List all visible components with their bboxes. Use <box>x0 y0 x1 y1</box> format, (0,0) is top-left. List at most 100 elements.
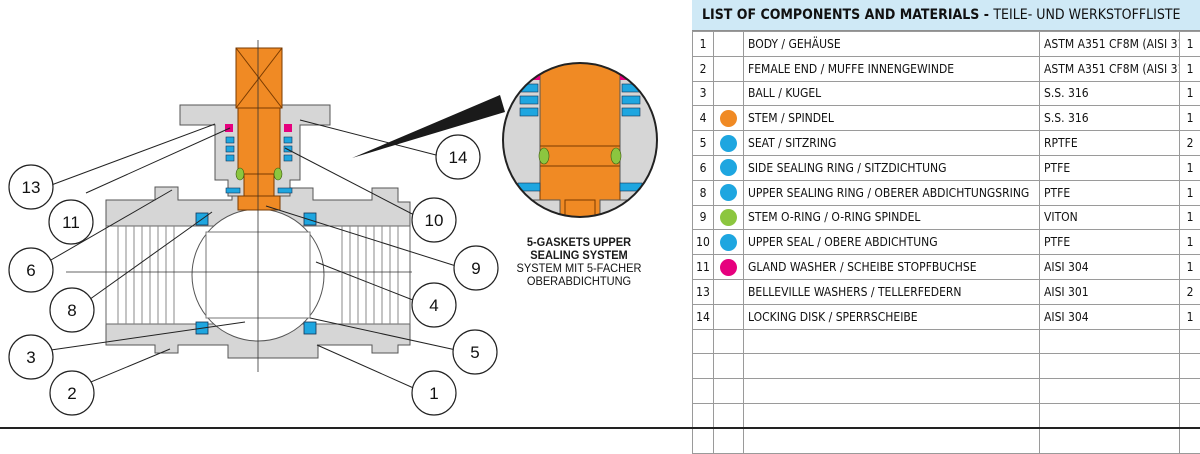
table-header: LIST OF COMPONENTS AND MATERIALS - TEILE… <box>692 0 1200 31</box>
svg-text:1: 1 <box>429 384 438 403</box>
callout-3: 3 <box>9 335 53 379</box>
row-material: AISI 301 <box>1040 279 1180 304</box>
row-material: PTFE <box>1040 155 1180 180</box>
row-quantity: 1 <box>1180 56 1200 81</box>
row-quantity: 1 <box>1180 106 1200 131</box>
callout-2: 2 <box>50 371 94 415</box>
color-key-dot <box>720 259 737 276</box>
component-name-en: STEM O-RING <box>748 210 821 224</box>
row-component: LOCKING DISK / SPERRSCHEIBE <box>744 304 1040 329</box>
svg-text:8: 8 <box>67 301 76 320</box>
valve-cross-section-drawing: 13 11 6 8 3 2 14 10 9 4 5 1 <box>0 0 692 431</box>
color-key-dot <box>720 184 737 201</box>
components-materials-panel: LIST OF COMPONENTS AND MATERIALS - TEILE… <box>692 0 1200 431</box>
bottom-rule <box>0 427 1200 429</box>
component-name-de: TELLERFEDERN <box>878 285 962 299</box>
color-key-dot <box>720 110 737 127</box>
row-number: 10 <box>693 230 714 255</box>
table-row-empty <box>693 329 1200 354</box>
component-name-en: SEAT <box>748 136 775 150</box>
row-number: 11 <box>693 255 714 280</box>
row-color-key <box>714 255 744 280</box>
callout-14: 14 <box>436 135 480 179</box>
row-quantity: 1 <box>1180 32 1200 57</box>
row-material: ASTM A351 CF8M (AISI 316) <box>1040 32 1180 57</box>
component-name-en: BALL <box>748 86 775 100</box>
component-name-en: FEMALE END <box>748 62 817 76</box>
component-name-en: UPPER SEALING RING <box>748 186 864 200</box>
sealing-detail-view <box>500 60 660 230</box>
row-material: RPTFE <box>1040 131 1180 156</box>
component-name-de: OBERER ABDICHTUNGSRING <box>874 186 1029 200</box>
svg-text:2: 2 <box>67 384 76 403</box>
row-number: 9 <box>693 205 714 230</box>
component-name-en: GLAND WASHER <box>748 260 837 274</box>
row-number: 2 <box>693 56 714 81</box>
svg-text:4: 4 <box>429 296 438 315</box>
row-quantity: 1 <box>1180 155 1200 180</box>
row-color-key <box>714 230 744 255</box>
svg-text:14: 14 <box>449 148 468 167</box>
row-component: BALL / KUGEL <box>744 81 1040 106</box>
row-component: BODY / GEHÄUSE <box>744 32 1040 57</box>
row-material: PTFE <box>1040 230 1180 255</box>
row-color-key <box>714 155 744 180</box>
row-quantity: 1 <box>1180 304 1200 329</box>
table-title-sep: - <box>979 7 993 23</box>
row-number: 5 <box>693 131 714 156</box>
svg-text:11: 11 <box>62 213 80 232</box>
callout-1: 1 <box>412 371 456 415</box>
callout-9: 9 <box>454 246 498 290</box>
row-material: PTFE <box>1040 180 1180 205</box>
table-title-sub: TEILE- UND WERKSTOFFLISTE <box>993 7 1180 23</box>
row-component: SEAT / SITZRING <box>744 131 1040 156</box>
row-number: 8 <box>693 180 714 205</box>
row-color-key <box>714 279 744 304</box>
row-quantity: 1 <box>1180 255 1200 280</box>
component-name-en: BELLEVILLE WASHERS <box>748 285 867 299</box>
row-component: UPPER SEALING RING / OBERER ABDICHTUNGSR… <box>744 180 1040 205</box>
component-name-en: UPPER SEAL <box>748 235 814 249</box>
row-color-key <box>714 106 744 131</box>
row-quantity: 1 <box>1180 180 1200 205</box>
component-name-en: STEM <box>748 111 778 125</box>
row-quantity: 2 <box>1180 279 1200 304</box>
color-key-dot <box>720 209 737 226</box>
component-name-de: KUGEL <box>785 86 821 100</box>
callout-4: 4 <box>412 283 456 327</box>
callout-8: 8 <box>50 288 94 332</box>
row-material: VITON <box>1040 205 1180 230</box>
table-title-main: LIST OF COMPONENTS AND MATERIALS <box>702 7 979 23</box>
row-component: UPPER SEAL / OBERE ABDICHTUNG <box>744 230 1040 255</box>
component-name-en: LOCKING DISK <box>748 310 825 324</box>
row-material: ASTM A351 CF8M (AISI 316) <box>1040 56 1180 81</box>
row-quantity: 1 <box>1180 205 1200 230</box>
color-key-dot <box>720 234 737 251</box>
component-name-de: SPINDEL <box>788 111 834 125</box>
callout-10: 10 <box>412 198 456 242</box>
row-color-key <box>714 205 744 230</box>
row-number: 4 <box>693 106 714 131</box>
component-name-de: SPERRSCHEIBE <box>836 310 918 324</box>
row-component: STEM / SPINDEL <box>744 106 1040 131</box>
color-key-dot <box>720 135 737 152</box>
sealing-system-note: 5-GASKETS UPPER SEALING SYSTEM SYSTEM MI… <box>510 236 648 288</box>
detail-pointer <box>352 95 505 158</box>
callout-6: 6 <box>9 248 53 292</box>
row-number: 1 <box>693 32 714 57</box>
color-key-dot <box>720 159 737 176</box>
row-number: 3 <box>693 81 714 106</box>
row-quantity: 2 <box>1180 131 1200 156</box>
row-number: 14 <box>693 304 714 329</box>
component-name-de: O-RING SPINDEL <box>831 210 920 224</box>
row-material: AISI 304 <box>1040 255 1180 280</box>
row-color-key <box>714 180 744 205</box>
